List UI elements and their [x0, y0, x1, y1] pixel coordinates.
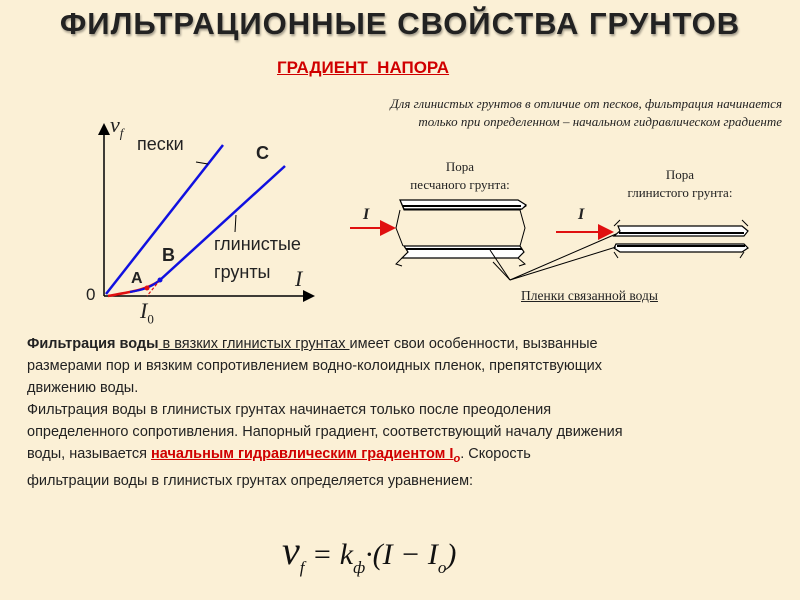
y-axis-var: v	[110, 112, 120, 137]
clay-pore-label-1: Пора	[665, 167, 695, 182]
p2-line-3-start: воды, называется	[27, 446, 152, 462]
sand-pore-label: Пора песчаного грунта:	[380, 158, 540, 194]
sand-pore-label-2: песчаного грунта:	[410, 177, 510, 192]
formula-v: v	[282, 528, 300, 573]
point-b-label: B	[162, 245, 175, 265]
clay-pore-diagram	[612, 219, 749, 259]
clays-line	[159, 165, 286, 281]
sand-pore-label-1: Пора	[445, 159, 475, 174]
formula-eq: = k	[304, 538, 354, 571]
sand-gradient-label: I	[363, 206, 370, 223]
i0-extension	[146, 279, 161, 297]
point-a-marker	[144, 285, 150, 291]
filtration-diagram	[98, 123, 749, 302]
sands-leader	[195, 161, 209, 165]
i0-sub: 0	[147, 311, 154, 327]
clays-label-line-2: грунты	[214, 262, 271, 282]
films-label: Пленки связанной воды	[521, 288, 658, 303]
clays-leader	[234, 214, 237, 233]
point-c-label: C	[256, 143, 269, 163]
initial-gradient-term: начальным гидравлическим градиентом Io	[151, 446, 461, 465]
sands-label: пески	[137, 134, 184, 154]
y-axis-label: vf	[110, 112, 123, 141]
paragraph-1: Фильтрация воды в вязких глинистых грунт…	[27, 333, 787, 399]
p2-line-1: Фильтрация воды в глинистых грунтах начи…	[27, 402, 552, 418]
p1-line-3: движению воды.	[27, 380, 139, 396]
body-text: Фильтрация воды в вязких глинистых грунт…	[27, 333, 787, 492]
intro-note: Для глинистых грунтов в отличие от песко…	[222, 95, 782, 131]
formula-i-sub: o	[437, 558, 447, 577]
initial-gradient-term-sub: o	[453, 452, 461, 465]
intro-note-line-2: только при определенном – начальном гидр…	[418, 114, 782, 129]
p2-line-4: фильтрации воды в глинистых грунтах опре…	[27, 472, 474, 489]
sands-line	[105, 144, 224, 295]
point-a-label: A	[131, 270, 143, 287]
section-subtitle: ГРАДИЕНТ НАПОРА	[277, 58, 450, 77]
p2-line-3-end: . Скорость	[460, 446, 531, 462]
formula-v-sub: f	[299, 558, 305, 577]
formula-close: )	[446, 538, 457, 571]
initial-gradient-term-text: начальным гидравлическим градиентом I	[151, 446, 454, 462]
i0-var: I	[140, 298, 148, 323]
p1-rest: имеет свои особенности, вызванные	[349, 336, 598, 352]
p2-line-2: определенного сопротивления. Напорный гр…	[27, 424, 623, 440]
paragraph-2: Фильтрация воды в глинистых грунтах начи…	[27, 399, 787, 492]
x-axis-label: I	[295, 266, 303, 291]
point-b-marker	[157, 277, 163, 283]
i0-label: I0	[140, 298, 154, 327]
sand-pore-diagram	[395, 199, 527, 267]
clay-gradient-label: I	[578, 206, 585, 223]
formula-k-sub: ф	[353, 558, 366, 577]
origin-label: 0	[86, 285, 96, 304]
p1-line-2: размерами пор и вязким сопротивлением во…	[27, 358, 602, 374]
clays-label-line-1: глинистые	[214, 234, 301, 254]
p1-bold: Фильтрация воды	[27, 336, 159, 352]
clay-pore-label: Пора глинистого грунта:	[600, 166, 760, 202]
formula-rest: ·(I − I	[365, 538, 438, 571]
filtration-formula: vf = kф·(I − Io)	[282, 527, 456, 578]
p1-link: в вязких глинистых грунтах	[158, 336, 350, 352]
films-pointer-lines	[489, 233, 617, 281]
page-title: ФИЛЬТРАЦИОННЫЕ СВОЙСТВА ГРУНТОВ	[59, 6, 741, 41]
y-axis-sub: f	[119, 125, 124, 141]
intro-note-line-1: Для глинистых грунтов в отличие от песко…	[390, 96, 782, 111]
clay-pore-label-2: глинистого грунта:	[627, 185, 733, 200]
